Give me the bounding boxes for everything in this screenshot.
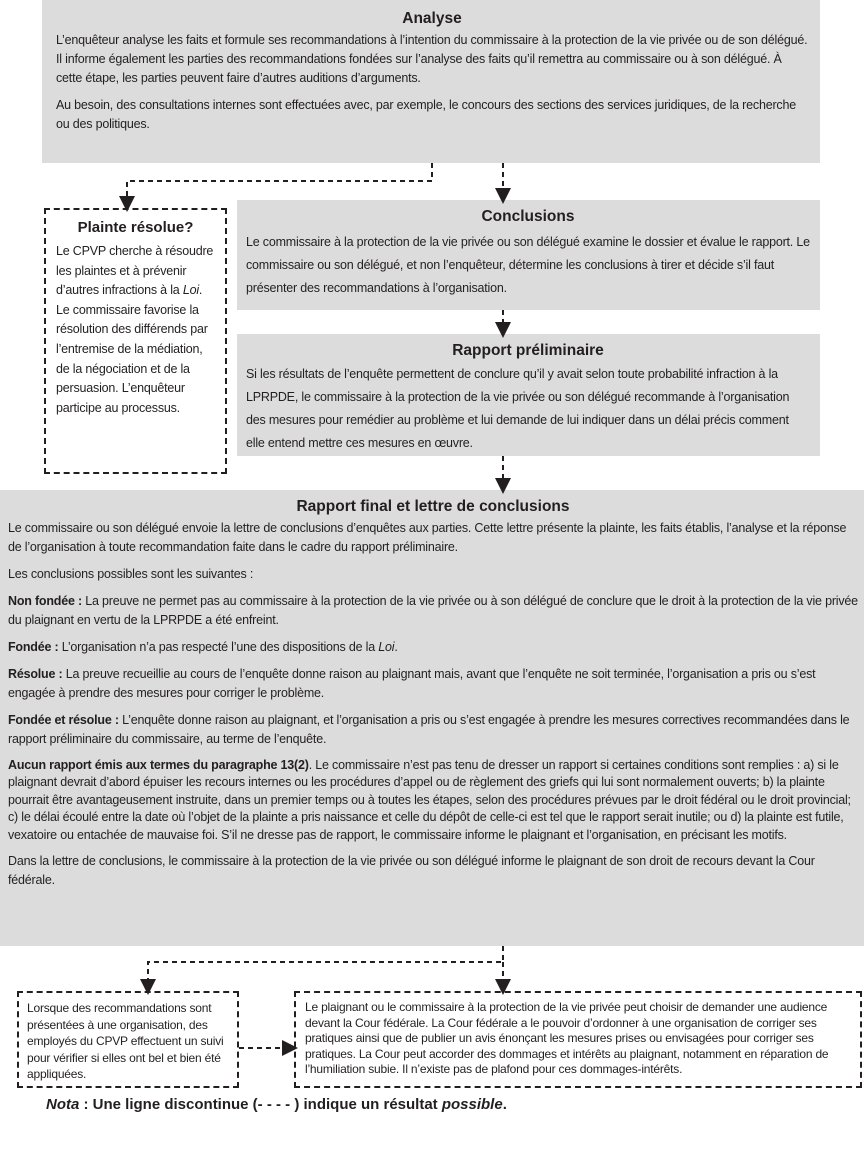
- conclusion-fondee: Fondée : L’organisation n’a pas respecté…: [8, 638, 858, 657]
- fondee-label: Fondée :: [8, 640, 59, 654]
- connector-analyse-to-branch: [119, 163, 433, 212]
- plainte-resolue-text: Le CPVP cherche à résoudre les plaintes …: [56, 242, 215, 418]
- cour-federale-box: Le plaignant ou le commissaire à la prot…: [294, 991, 862, 1088]
- plainte-resolue-box: Plainte résolue? Le CPVP cherche à résou…: [44, 208, 227, 474]
- rapport-final-text: Le commissaire ou son délégué envoie la …: [8, 519, 858, 890]
- suivi-box: Lorsque des recommandations sont présent…: [17, 991, 239, 1088]
- resolue-text: La preuve recueillie au cours de l’enquê…: [8, 667, 816, 700]
- non-fondee-text: La preuve ne permet pas au commissaire à…: [8, 594, 858, 627]
- analyse-title: Analyse: [402, 10, 462, 27]
- conclusion-fondee-resolue: Fondée et résolue : L’enquête donne rais…: [8, 711, 858, 749]
- plainte-text-2: . Le commissaire favorise la résolution …: [56, 283, 208, 415]
- aucun-rapport-label: Aucun rapport émis aux termes du paragra…: [8, 758, 309, 772]
- note-possible: possible: [441, 1096, 503, 1113]
- fondee-resolue-text: L’enquête donne raison au plaignant, et …: [8, 713, 850, 746]
- rapport-preliminaire-box: Rapport préliminaire Si les résultats de…: [237, 334, 820, 456]
- conclusion-resolue: Résolue : La preuve recueillie au cours …: [8, 665, 858, 703]
- plainte-loi: Loi: [182, 283, 199, 298]
- cour-federale-text: Le plaignant ou le commissaire à la prot…: [305, 1000, 829, 1076]
- rapport-final-intro: Le commissaire ou son délégué envoie la …: [8, 521, 847, 554]
- resolue-label: Résolue :: [8, 667, 63, 681]
- conclusion-aucun-rapport: Aucun rapport émis aux termes du paragra…: [8, 757, 858, 844]
- conclusions-box: Conclusions Le commissaire à la protecti…: [237, 200, 820, 310]
- analyse-box: Analyse L’enquêteur analyse les faits et…: [42, 0, 820, 163]
- legend-note: Nota : Une ligne discontinue (- - - - ) …: [46, 1096, 507, 1113]
- conclusions-title: Conclusions: [481, 208, 575, 225]
- suivi-text: Lorsque des recommandations sont présent…: [27, 1001, 224, 1081]
- fondee-resolue-label: Fondée et résolue :: [8, 713, 119, 727]
- analyse-text: L’enquêteur analyse les faits et formule…: [56, 31, 808, 134]
- analyse-paragraph-1: L’enquêteur analyse les faits et formule…: [56, 33, 808, 85]
- note-nota: Nota: [46, 1096, 80, 1113]
- fondee-loi: Loi: [378, 640, 395, 654]
- connector-final-to-suivi: [140, 946, 504, 995]
- fondee-text: L’organisation n’a pas respecté l’une de…: [58, 640, 379, 654]
- rapport-final-possible: Les conclusions possibles sont les suiva…: [8, 567, 254, 581]
- rapport-final-box: Rapport final et lettre de conclusions L…: [0, 490, 864, 946]
- conclusion-non-fondee: Non fondée : La preuve ne permet pas au …: [8, 592, 858, 630]
- rapport-preliminaire-title: Rapport préliminaire: [452, 342, 604, 359]
- note-end: .: [502, 1096, 507, 1113]
- fondee-end: .: [394, 640, 398, 654]
- rapport-final-lettre: Dans la lettre de conclusions, le commis…: [8, 854, 815, 888]
- plainte-resolue-title: Plainte résolue?: [77, 219, 194, 236]
- aucun-rapport-text: . Le commissaire n’est pas tenu de dress…: [8, 758, 851, 842]
- plainte-text-1: Le CPVP cherche à résoudre les plaintes …: [56, 244, 214, 298]
- rapport-final-title: Rapport final et lettre de conclusions: [296, 498, 570, 515]
- conclusions-text: Le commissaire à la protection de la vie…: [246, 235, 810, 295]
- non-fondee-label: Non fondée :: [8, 594, 82, 608]
- analyse-paragraph-2: Au besoin, des consultations internes so…: [56, 98, 796, 131]
- note-text: : Une ligne discontinue (- - - - ) indiq…: [79, 1096, 442, 1113]
- rapport-preliminaire-text: Si les résultats de l’enquête permettent…: [246, 367, 790, 450]
